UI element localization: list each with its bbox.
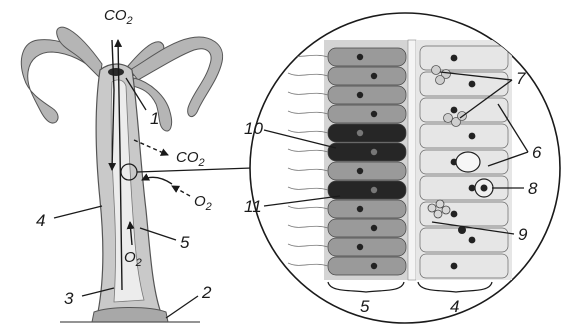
label-bracket-5: 5 bbox=[360, 297, 370, 316]
ectoderm-cell bbox=[328, 200, 406, 218]
label-10: 10 bbox=[244, 119, 263, 138]
ectoderm-cell bbox=[328, 67, 406, 85]
label-9: 9 bbox=[518, 225, 528, 244]
cell-nucleus bbox=[371, 263, 377, 269]
interstitial-cell bbox=[428, 204, 436, 212]
label-5: 5 bbox=[180, 233, 190, 252]
gland-nucleus bbox=[481, 185, 488, 192]
label-bracket-4: 4 bbox=[450, 297, 459, 316]
label-1: 1 bbox=[150, 109, 159, 128]
cell-nucleus bbox=[469, 185, 476, 192]
cell-nucleus bbox=[371, 225, 377, 231]
cell-nucleus bbox=[451, 107, 458, 114]
endoderm-cells bbox=[420, 46, 508, 278]
cell-nucleus bbox=[451, 211, 458, 218]
cell-nucleus bbox=[469, 237, 476, 244]
cell-nucleus bbox=[357, 168, 363, 174]
cell-nucleus bbox=[357, 206, 363, 212]
endoderm-cell bbox=[420, 254, 508, 278]
cell-nucleus bbox=[371, 111, 377, 117]
ectoderm-cell bbox=[328, 86, 406, 104]
mesoglea bbox=[408, 40, 416, 280]
flow-arrow-o2-side bbox=[172, 186, 190, 196]
cell-nucleus bbox=[357, 130, 363, 136]
label-4: 4 bbox=[36, 211, 45, 230]
flow-arrow-o2-in bbox=[142, 177, 172, 184]
hydra-body bbox=[21, 27, 252, 322]
cell-nucleus bbox=[451, 263, 458, 270]
cell-nucleus bbox=[357, 92, 363, 98]
endoderm-cell bbox=[420, 124, 508, 148]
food-vacuole bbox=[444, 114, 453, 123]
ectoderm-cell bbox=[328, 257, 406, 275]
gas-o2-right: O2 bbox=[194, 193, 212, 213]
mouth-opening bbox=[108, 68, 124, 76]
ectoderm-cell bbox=[328, 105, 406, 123]
label-11: 11 bbox=[244, 197, 262, 216]
ectoderm-cell bbox=[328, 48, 406, 66]
label-2: 2 bbox=[201, 283, 212, 302]
ectoderm-cell bbox=[328, 124, 406, 142]
gas-co2-top: CO2 bbox=[104, 7, 133, 27]
ectoderm-cell bbox=[328, 162, 406, 180]
label-8: 8 bbox=[528, 179, 538, 198]
cell-nucleus bbox=[371, 149, 377, 155]
magnify-connector bbox=[137, 168, 252, 172]
cell-nucleus bbox=[357, 244, 363, 250]
label-7: 7 bbox=[516, 69, 526, 88]
cell-nucleus bbox=[357, 54, 363, 60]
gas-co2-right: CO2 bbox=[176, 149, 205, 169]
digestive-cell bbox=[456, 152, 480, 172]
magnified-tissue bbox=[250, 13, 560, 323]
ectoderm-cell bbox=[328, 238, 406, 256]
interstitial-cell bbox=[434, 210, 442, 218]
cell-nucleus bbox=[371, 187, 377, 193]
basal-disc bbox=[92, 308, 168, 323]
food-vacuole bbox=[436, 76, 445, 85]
food-vacuole bbox=[432, 66, 441, 75]
cell-nucleus bbox=[451, 55, 458, 62]
cell-nucleus bbox=[469, 81, 476, 88]
ectoderm-cell bbox=[328, 219, 406, 237]
cell-nucleus bbox=[371, 73, 377, 79]
label-6: 6 bbox=[532, 143, 542, 162]
ectoderm-cell bbox=[328, 143, 406, 161]
label-3: 3 bbox=[64, 289, 74, 308]
cell-nucleus bbox=[469, 133, 476, 140]
interstitial-cell bbox=[436, 200, 444, 208]
interstitial-cell bbox=[442, 206, 450, 214]
